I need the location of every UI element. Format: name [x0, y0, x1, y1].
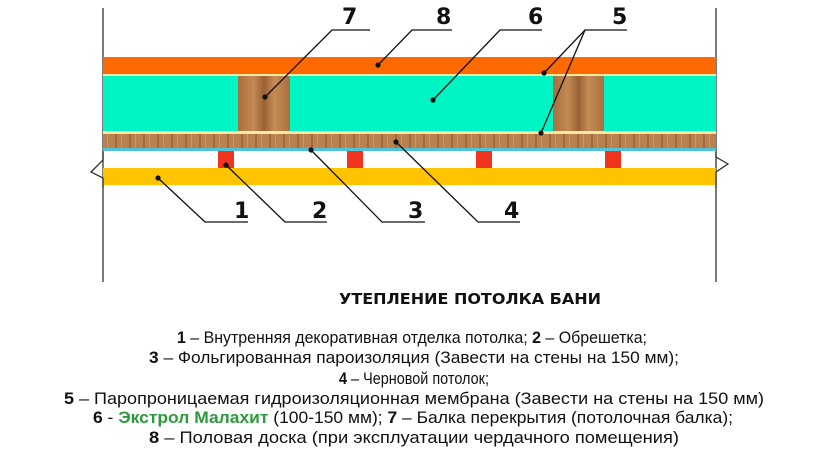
batten [347, 151, 363, 168]
batten [476, 151, 492, 168]
legend-line: 1 – Внутренняя декоративная отделка пото… [177, 329, 647, 347]
ceiling-beam [553, 76, 604, 131]
callout-label: 5 [612, 5, 627, 30]
legend-line: 8 – Половая доска (при эксплуатации черд… [149, 429, 679, 447]
layer-insulation [103, 76, 716, 131]
callout-2: 2 [223, 162, 327, 224]
brand-name: Экстрол Малахит [118, 409, 268, 427]
callout-label: 2 [312, 199, 327, 224]
callout-label: 3 [408, 199, 423, 224]
callout-3: 3 [308, 147, 425, 224]
callout-label: 1 [234, 199, 249, 224]
callout-4: 4 [393, 139, 520, 224]
callout-label: 6 [528, 5, 543, 30]
callout-1: 1 [155, 175, 249, 224]
layer-membrane-top [103, 74, 716, 76]
batten [605, 151, 621, 168]
callout-7: 7 [262, 5, 370, 100]
legend-line: 4 – Черновой потолок; [339, 370, 489, 388]
layer-finish [103, 168, 716, 185]
legend-line: 3 – Фольгированная пароизоляция (Завести… [149, 349, 679, 367]
layer-membrane-bottom [103, 131, 716, 134]
legend-line: 6 - Экстрол Малахит (100-150 мм); 7 – Ба… [93, 409, 733, 427]
layer-vapor-barrier [103, 148, 716, 151]
break-mark-left [89, 152, 104, 188]
break-mark-right [715, 152, 730, 188]
diagram-title: УТЕПЛЕНИЕ ПОТОЛКА БАНИ [339, 290, 601, 308]
ceiling-beam [238, 76, 290, 131]
callout-6: 6 [430, 5, 543, 103]
batten [218, 151, 234, 168]
callout-5: 5 [538, 5, 627, 136]
callout-label: 4 [504, 199, 519, 224]
callout-label: 7 [342, 5, 357, 30]
callout-label: 8 [436, 5, 451, 30]
callout-8: 8 [375, 5, 452, 68]
legend: 1 – Внутренняя декоративная отделка пото… [64, 329, 764, 447]
legend-line: 5 – Паропроницаемая гидроизоляционная ме… [64, 390, 764, 408]
layer-floor-board [103, 57, 716, 74]
layer-rough-ceiling [103, 134, 716, 148]
